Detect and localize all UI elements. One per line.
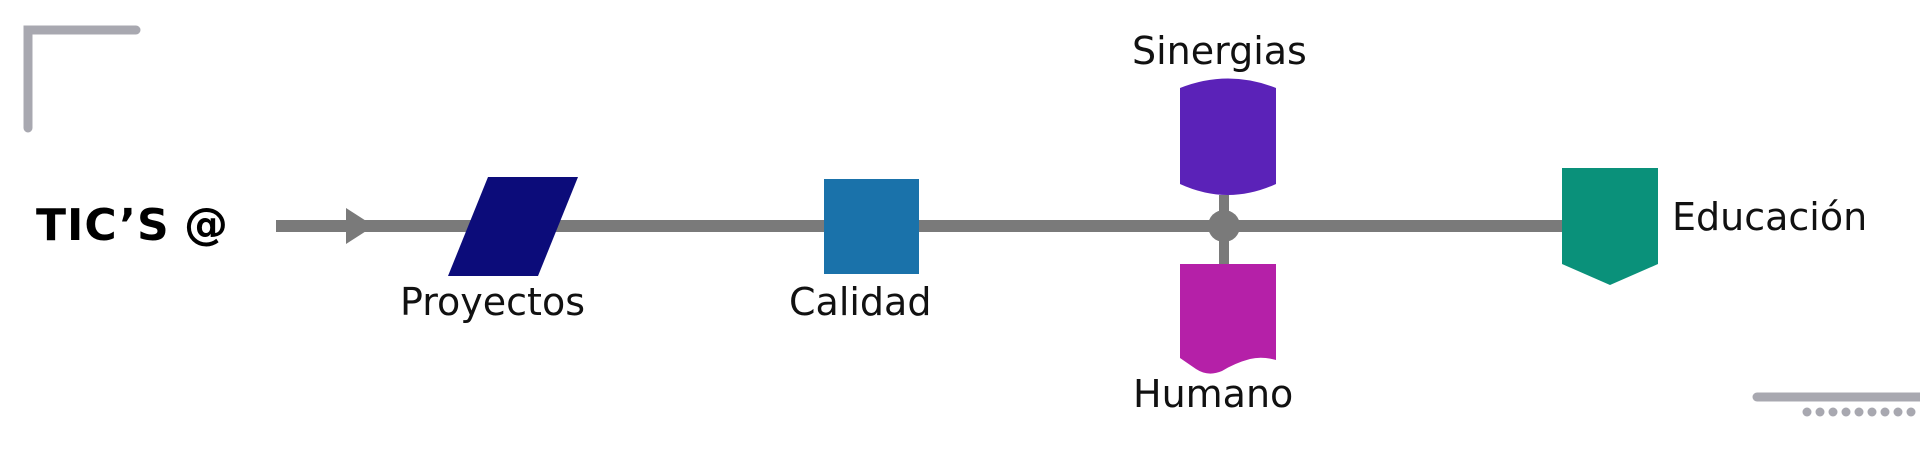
node-label-educacion: Educación [1672, 195, 1868, 239]
corner-bracket-top-left [23, 25, 141, 133]
node-label-proyectos: Proyectos [400, 280, 585, 324]
dotted-decoration [1802, 407, 1916, 417]
junction-node [1208, 210, 1240, 242]
node-label-humano: Humano [1133, 372, 1294, 416]
arrow-head-icon [346, 208, 374, 244]
proyectos-shape [448, 177, 578, 276]
humano-shape [1180, 264, 1276, 374]
educacion-shape [1562, 168, 1658, 285]
node-label-sinergias: Sinergias [1132, 29, 1307, 73]
sinergias-shape [1180, 78, 1276, 195]
node-label-calidad: Calidad [789, 280, 932, 324]
diagram-title: TIC’S [36, 200, 170, 251]
at-symbol: @ [184, 199, 228, 250]
calidad-shape [824, 179, 919, 274]
